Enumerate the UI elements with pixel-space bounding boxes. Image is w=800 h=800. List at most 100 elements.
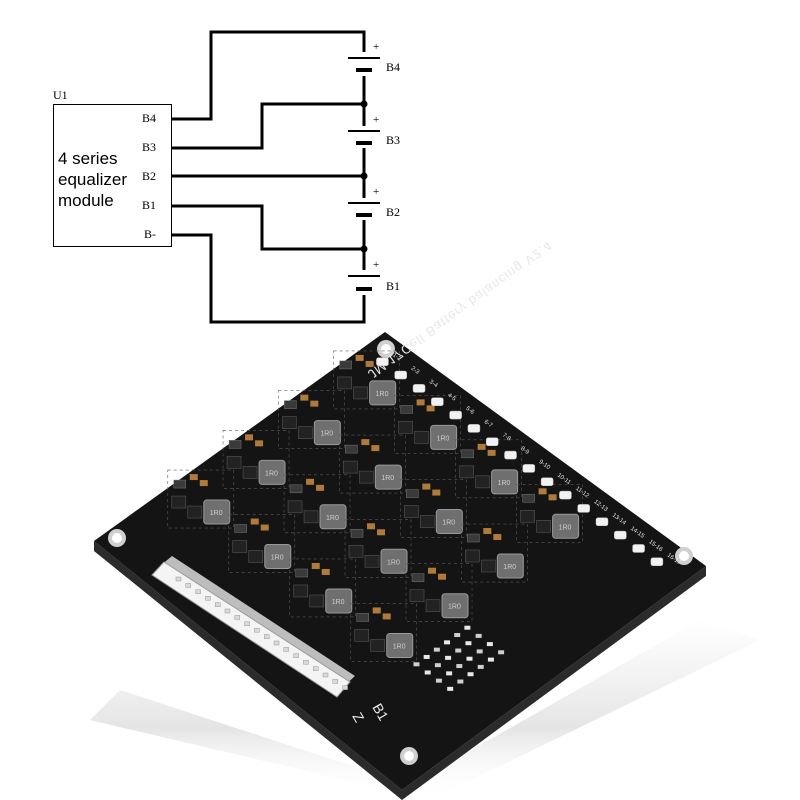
balance-connector[interactable] <box>151 556 355 698</box>
smd-part <box>173 479 187 489</box>
balancer-modules: 1R01R01R01R01R01R01R01R01R01R01R01R01R01… <box>167 350 583 662</box>
inductor <box>435 509 463 535</box>
inductor <box>380 548 408 574</box>
battery-symbols <box>348 57 380 291</box>
mounting-holes <box>108 340 693 765</box>
inductor <box>441 593 469 619</box>
mosfet-chip <box>404 505 419 518</box>
test-pad <box>434 663 441 668</box>
mosfet-chip <box>287 500 303 514</box>
junction-dot <box>360 100 368 108</box>
test-pad <box>424 670 431 675</box>
connector-pin <box>234 615 241 620</box>
module-reference-label: U1 <box>53 88 68 102</box>
led <box>522 464 536 473</box>
mosfet-chip <box>459 465 474 479</box>
led-label: 8-9 <box>519 446 530 456</box>
inductor-marking: 1R0 <box>559 524 572 531</box>
test-pad <box>464 625 471 630</box>
smd-part <box>522 494 535 503</box>
led-label: 2-3 <box>410 366 421 376</box>
inductor <box>203 499 231 525</box>
mosfet-chip <box>536 520 551 533</box>
smd-part <box>356 613 369 622</box>
connector-pin <box>254 628 260 633</box>
test-pad <box>475 633 482 638</box>
led-indicator: 1-2 <box>376 352 402 366</box>
mounting-hole <box>108 529 126 547</box>
connector-pin <box>322 672 329 678</box>
smd-part <box>411 573 425 582</box>
connector-pin <box>195 589 201 594</box>
mosfet-chip <box>187 505 203 519</box>
inductor <box>264 544 292 570</box>
balancer-module: 1R0 <box>228 514 296 573</box>
test-pad <box>487 657 494 662</box>
battery-label-b4: B4 <box>386 60 401 74</box>
led-indicator: 7-8 <box>485 433 512 446</box>
smd-capacitor <box>416 399 425 406</box>
test-pad <box>498 650 505 655</box>
battery-b3-plus: + <box>373 114 380 126</box>
pin-label-b2: B2 <box>142 169 157 183</box>
smd-capacitor <box>432 489 441 496</box>
smd-capacitor <box>477 443 486 450</box>
pin-label-b3: B3 <box>142 140 157 154</box>
module-outline <box>333 350 400 410</box>
inductor <box>325 588 353 614</box>
pad-label-b1: B1 <box>369 701 392 724</box>
module-outline <box>167 469 235 529</box>
smd-capacitor <box>255 440 264 447</box>
smd-capacitor <box>428 567 437 574</box>
inductor-marking: 1R0 <box>210 510 223 517</box>
led-indicator: 6-7 <box>467 419 494 433</box>
inductor <box>258 459 286 485</box>
balancer-module: 1R0 <box>333 350 400 410</box>
inductor-marking: 1R0 <box>381 475 394 482</box>
pin-label-b4: B4 <box>142 111 157 125</box>
smd-capacitor <box>260 524 269 531</box>
smd-capacitor <box>311 562 320 569</box>
test-pad <box>466 656 473 661</box>
smd-capacitor <box>372 607 381 614</box>
module-outline <box>339 434 406 494</box>
led <box>559 490 572 500</box>
test-pad <box>446 671 453 676</box>
wire-b4 <box>172 30 366 121</box>
mounting-hole <box>400 747 418 765</box>
module-outline <box>283 474 351 534</box>
mosfet-chip <box>465 549 480 563</box>
battery-b1-plus: + <box>373 259 380 271</box>
connector-pin <box>264 634 270 639</box>
junction-dots <box>360 100 368 253</box>
led-label: 4-5 <box>446 392 457 402</box>
inductor <box>313 420 341 446</box>
battery-b4-plus: + <box>373 41 380 53</box>
balancer-module: 1R0 <box>222 430 290 489</box>
wire-b1 <box>172 204 364 251</box>
mosfet-chip <box>309 594 325 608</box>
led <box>412 384 426 393</box>
smd-capacitor <box>493 534 502 541</box>
connector-pin <box>224 608 231 614</box>
inductor-marking: 1R0 <box>332 599 345 606</box>
mosfet-chip <box>425 599 441 613</box>
wire-b3 <box>172 102 364 150</box>
equalizer-module-box <box>53 104 172 247</box>
module-outline <box>344 518 412 578</box>
led <box>504 450 517 460</box>
module-outline <box>394 395 461 454</box>
mosfet-chip <box>242 466 258 479</box>
module-title: 4 series equalizer module <box>58 148 168 211</box>
test-pad <box>435 678 442 683</box>
mosfet-chip <box>398 421 413 434</box>
smd-capacitor <box>316 484 325 491</box>
mosfet-chip <box>303 510 319 524</box>
connector-pin <box>313 666 319 671</box>
test-pad <box>445 655 452 660</box>
mosfet-chip <box>364 554 380 568</box>
inductor <box>496 553 524 579</box>
led-indicator: 3-4 <box>412 379 439 393</box>
led-indicator: 4-5 <box>431 392 457 406</box>
